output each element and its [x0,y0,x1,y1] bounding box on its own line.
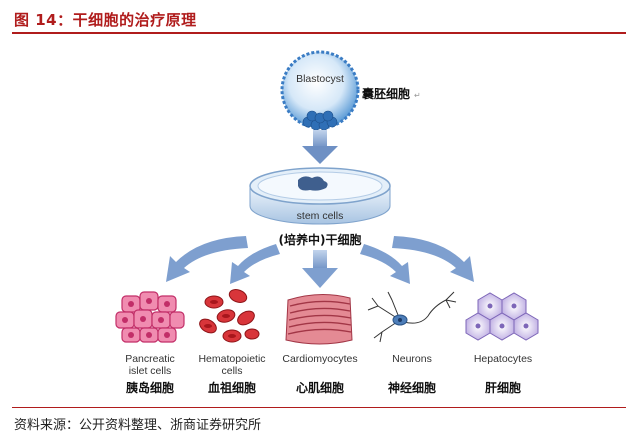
stem-label-zh: (培养中)干细胞 [279,232,362,247]
hepatocytes-label-zh: 肝细胞 [485,380,521,395]
arrow-to-neurons-icon [360,244,410,284]
blastocyst: Blastocyst 囊胚细胞 ↵ [280,50,421,131]
arrow-to-hematopoietic-icon [230,244,280,284]
title-rule [12,32,626,34]
arrow-to-hepatocytes-icon [392,236,474,282]
arrow-down-icon [302,130,338,164]
figure-title: 图 14：干细胞的治疗原理 [14,11,197,29]
pancreatic-label-en2: islet cells [129,365,172,377]
hepatocytes-image [465,292,539,341]
hematopoietic-cells-image [199,289,260,343]
arrow-to-cardiomyocytes-icon [302,250,338,288]
hepatocytes-label-en: Hepatocytes [474,353,532,365]
hematopoietic-label-en1: Hematopoietic [198,353,265,365]
cardiomyocytes-label-zh: 心肌细胞 [296,380,344,395]
hematopoietic-label-zh: 血祖细胞 [208,380,256,395]
arrow-to-pancreatic-icon [166,236,248,282]
blastocyst-label-en: Blastocyst [296,73,344,85]
source-note: 资料来源：公开资料整理、浙商证券研究所 [14,418,262,433]
blastocyst-label-zh: 囊胚细胞 [361,86,410,101]
pancreatic-label-en1: Pancreatic [125,353,175,365]
cardiomyocytes-image [285,294,353,345]
petri-dish [249,167,391,225]
pancreatic-label-zh: 胰岛细胞 [126,380,174,395]
source-rule [12,407,626,408]
return-mark-icon: ↵ [414,91,421,100]
hematopoietic-label-en2: cells [221,365,242,377]
cardiomyocytes-label-en: Cardiomyocytes [282,353,357,365]
pancreatic-cells-image [115,291,185,343]
stem-label-en: stem cells [297,210,344,222]
neurons-label-en: Neurons [392,353,432,365]
neurons-label-zh: 神经细胞 [388,380,436,395]
neurons-image [367,291,457,343]
